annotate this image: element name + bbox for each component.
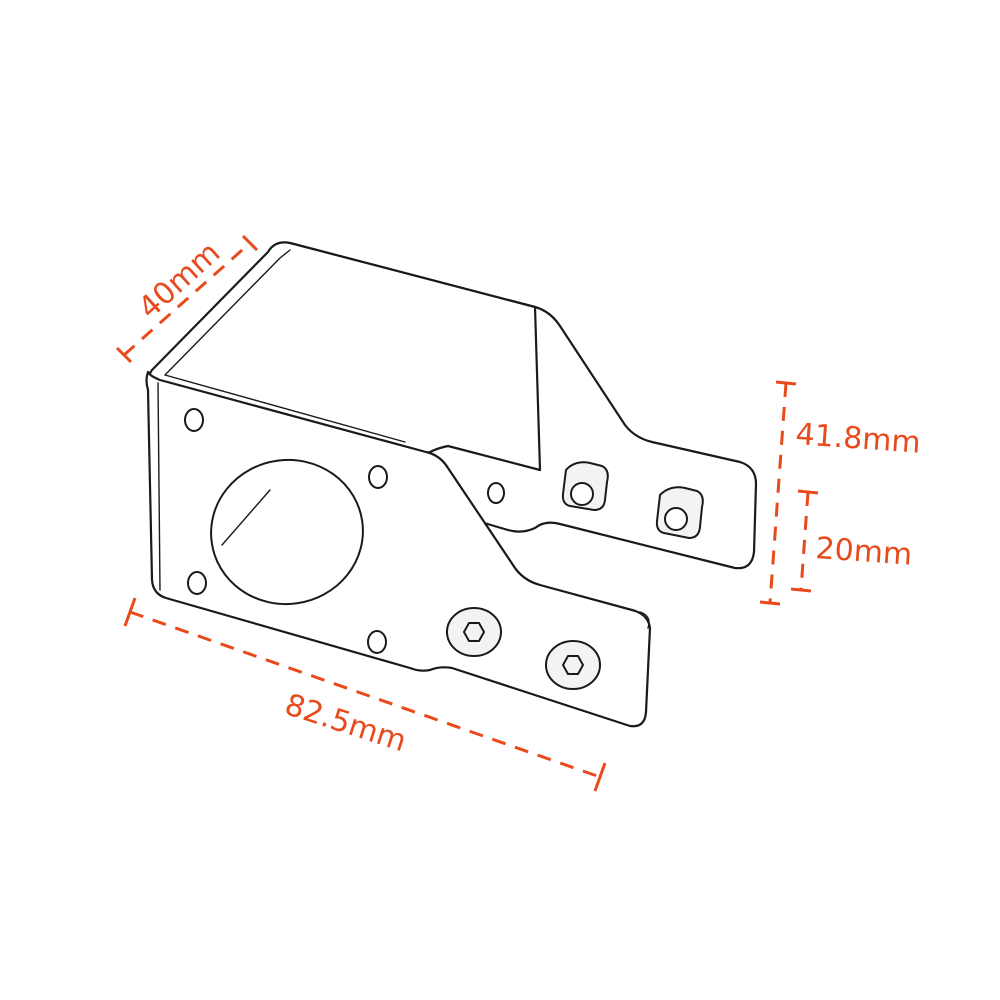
front-screw-hole-1 <box>184 408 204 432</box>
slot-tick-bottom <box>790 587 812 593</box>
length-label: 82.5mm <box>281 687 411 759</box>
height-label: 41.8mm <box>794 417 921 461</box>
front-screw-2 <box>545 640 601 690</box>
fold <box>148 241 542 472</box>
front-screw-hole-2 <box>368 465 388 489</box>
front-plate <box>145 370 652 728</box>
back-screw-hole-3 <box>487 482 505 504</box>
front-screw-hole-3 <box>187 571 207 595</box>
height-tick-top <box>775 380 797 386</box>
back-tnut-2 <box>655 486 704 539</box>
front-screw-1 <box>446 607 502 657</box>
fold-inner-edge <box>164 249 291 376</box>
front-plate-thickness <box>157 382 650 629</box>
back-tnut-1 <box>561 461 609 511</box>
front-screw-2-hex-icon <box>562 655 584 675</box>
slot-label: 20mm <box>814 531 913 573</box>
length-tick-left <box>123 597 137 627</box>
depth-tick-bottom <box>115 346 133 364</box>
back-tnut-2-hole <box>664 507 688 531</box>
height-tick-bottom <box>759 600 781 606</box>
front-screw-hole-4 <box>367 630 387 654</box>
slot-dimension: 20mm <box>790 489 913 593</box>
length-dimension-line <box>129 610 601 779</box>
front-screw-1-hex-icon <box>463 622 485 642</box>
depth-tick-top <box>241 234 259 252</box>
slot-tick-top <box>797 489 819 495</box>
fold-inner-edge-2 <box>164 374 406 443</box>
back-tnut-1-hole <box>570 482 594 506</box>
depth-dimension-line <box>123 241 251 357</box>
slot-dimension-line <box>799 491 810 591</box>
height-dimension-line <box>768 382 788 604</box>
front-motor-hole-bevel <box>221 489 271 546</box>
front-motor-hole <box>210 458 364 606</box>
height-dimension: 41.8mm <box>759 380 922 606</box>
length-tick-right <box>593 762 607 792</box>
